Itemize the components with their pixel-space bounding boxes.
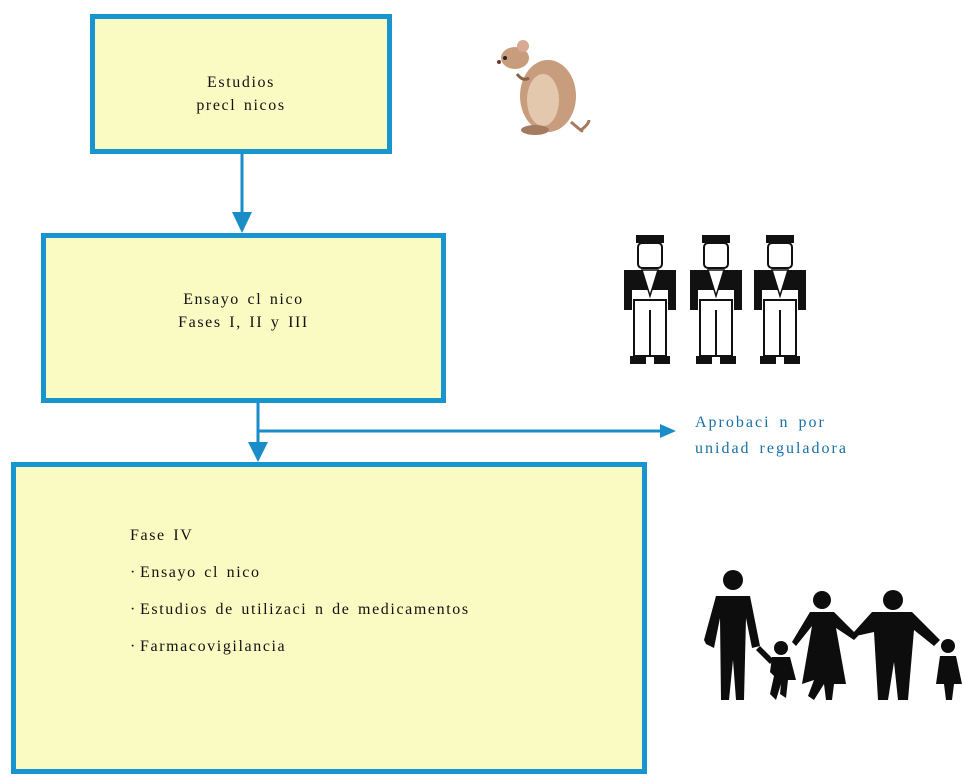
arrow-head-1	[232, 212, 252, 233]
arrow-head-2	[248, 442, 268, 462]
phase4-item: ·Estudios de utilizaci n de medicamentos	[130, 601, 470, 618]
preclinical-box: Estudios precl nicos	[90, 14, 392, 154]
preclinical-line1: Estudios	[207, 74, 275, 91]
arrow-head-3	[660, 424, 676, 438]
approval-line1: Aprobaci n por	[695, 414, 826, 431]
approval-label: Aprobaci n por unidad reguladora	[695, 410, 848, 462]
clinical-trial-box: Ensayo cl nico Fases I, II y III	[41, 233, 446, 403]
clinical-line2: Fases I, II y III	[178, 314, 309, 331]
phase4-item-text: Farmacovigilancia	[140, 638, 287, 655]
phase4-item-text: Ensayo cl nico	[140, 564, 261, 581]
phase4-item-text: Estudios de utilizaci n de medicamentos	[140, 601, 470, 618]
phase4-item: ·Ensayo cl nico	[130, 564, 261, 581]
preclinical-label: Estudios precl nicos	[95, 71, 387, 117]
phase4-title: Fase IV	[130, 527, 194, 544]
phase4-box: Fase IV ·Ensayo cl nico ·Estudios de uti…	[11, 462, 647, 774]
preclinical-line2: precl nicos	[196, 97, 286, 114]
clinical-line1: Ensayo cl nico	[183, 291, 304, 308]
approval-line2: unidad reguladora	[695, 440, 848, 457]
phase4-content: Fase IV ·Ensayo cl nico ·Estudios de uti…	[130, 527, 470, 675]
phase4-item: ·Farmacovigilancia	[130, 638, 287, 655]
clinical-trial-label: Ensayo cl nico Fases I, II y III	[46, 288, 441, 334]
